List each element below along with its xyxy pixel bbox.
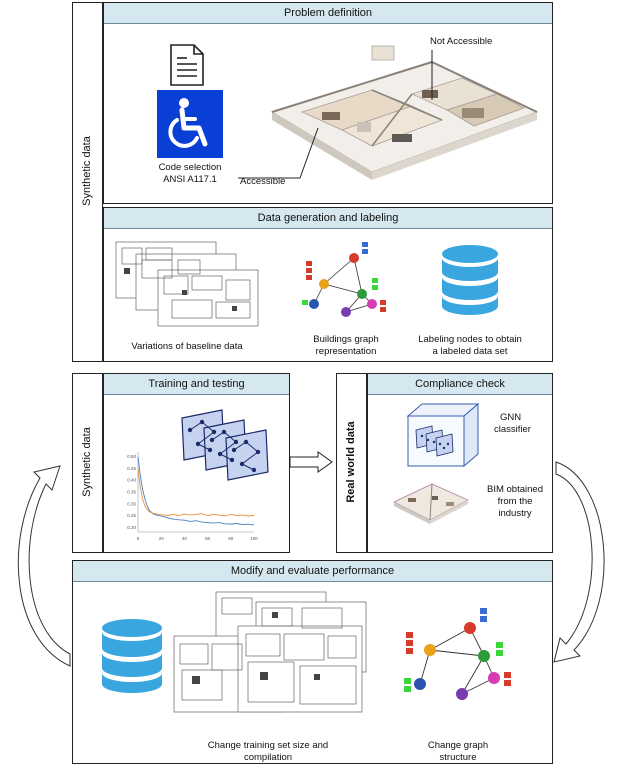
chart-y-tick: 0.50 bbox=[127, 454, 136, 459]
bim-model-illustration bbox=[393, 483, 469, 524]
chart-x-tick: 40 bbox=[182, 536, 188, 541]
chart-x-tick: 100 bbox=[250, 536, 258, 541]
database-icon bbox=[442, 245, 498, 315]
chart-y-tick: 0.45 bbox=[127, 466, 136, 471]
chart-x-tick: 80 bbox=[228, 536, 234, 541]
bim-label: BIM obtained from the industry bbox=[487, 484, 543, 519]
graph-network-icon bbox=[302, 242, 386, 317]
change-graph-structure-label: Change graph structure bbox=[427, 740, 489, 763]
synthetic-data-mid-frame bbox=[72, 373, 103, 553]
floor-plan-icon bbox=[173, 591, 367, 713]
wheelchair-icon bbox=[157, 90, 223, 158]
chart-series-line-0 bbox=[137, 456, 255, 526]
problem-definition-title: Problem definition bbox=[104, 3, 552, 24]
labeling-nodes-label: Labeling nodes to obtain a labeled data … bbox=[418, 334, 522, 357]
synthetic-data-top-frame bbox=[72, 2, 103, 362]
real-world-data-frame bbox=[336, 373, 367, 553]
chart-x-tick: 60 bbox=[205, 536, 211, 541]
graph-network-icon bbox=[404, 608, 511, 700]
chart-y-tick: 0.35 bbox=[127, 490, 136, 495]
chart-y-tick: 0.40 bbox=[127, 478, 136, 483]
graph-representation-label: Buildings graph representation bbox=[313, 334, 379, 357]
chart-y-tick: 0.25 bbox=[127, 513, 136, 518]
database-icon bbox=[102, 619, 162, 693]
apartment-3d-illustration bbox=[270, 45, 539, 180]
accessible-label: Accessible bbox=[240, 176, 286, 187]
variations-label: Variations of baseline data bbox=[131, 341, 243, 352]
chart-axis bbox=[137, 452, 254, 533]
chart-x-tick: 0 bbox=[137, 536, 140, 541]
gnn-classifier-label: GNN classifier bbox=[494, 412, 531, 435]
modify-evaluate-title: Modify and evaluate performance bbox=[73, 561, 552, 582]
loss-chart: 0 20 40 60 80 100 0.20 0.25 0.30 0.35 0.40 0.45 0.50 bbox=[127, 452, 258, 541]
chart-y-tick: 0.30 bbox=[127, 501, 136, 506]
chart-y-tick: 0.20 bbox=[127, 525, 136, 530]
chart-series-line-1 bbox=[137, 468, 255, 517]
not-accessible-label: Not Accessible bbox=[430, 36, 493, 47]
data-generation-title: Data generation and labeling bbox=[104, 208, 552, 229]
compliance-check-title: Compliance check bbox=[368, 374, 552, 395]
change-training-set-label: Change training set size and compilation bbox=[207, 740, 329, 763]
chart-x-tick: 20 bbox=[159, 536, 165, 541]
document-icon bbox=[170, 44, 204, 86]
gnn-classifier-icon bbox=[406, 402, 480, 468]
arrow-right-icon bbox=[289, 451, 333, 473]
training-testing-title: Training and testing bbox=[104, 374, 289, 395]
code-selection-label: Code selection ANSI A117.1 bbox=[158, 162, 222, 185]
floor-plan-icon bbox=[115, 241, 259, 327]
graph-cards-icon bbox=[181, 409, 269, 481]
